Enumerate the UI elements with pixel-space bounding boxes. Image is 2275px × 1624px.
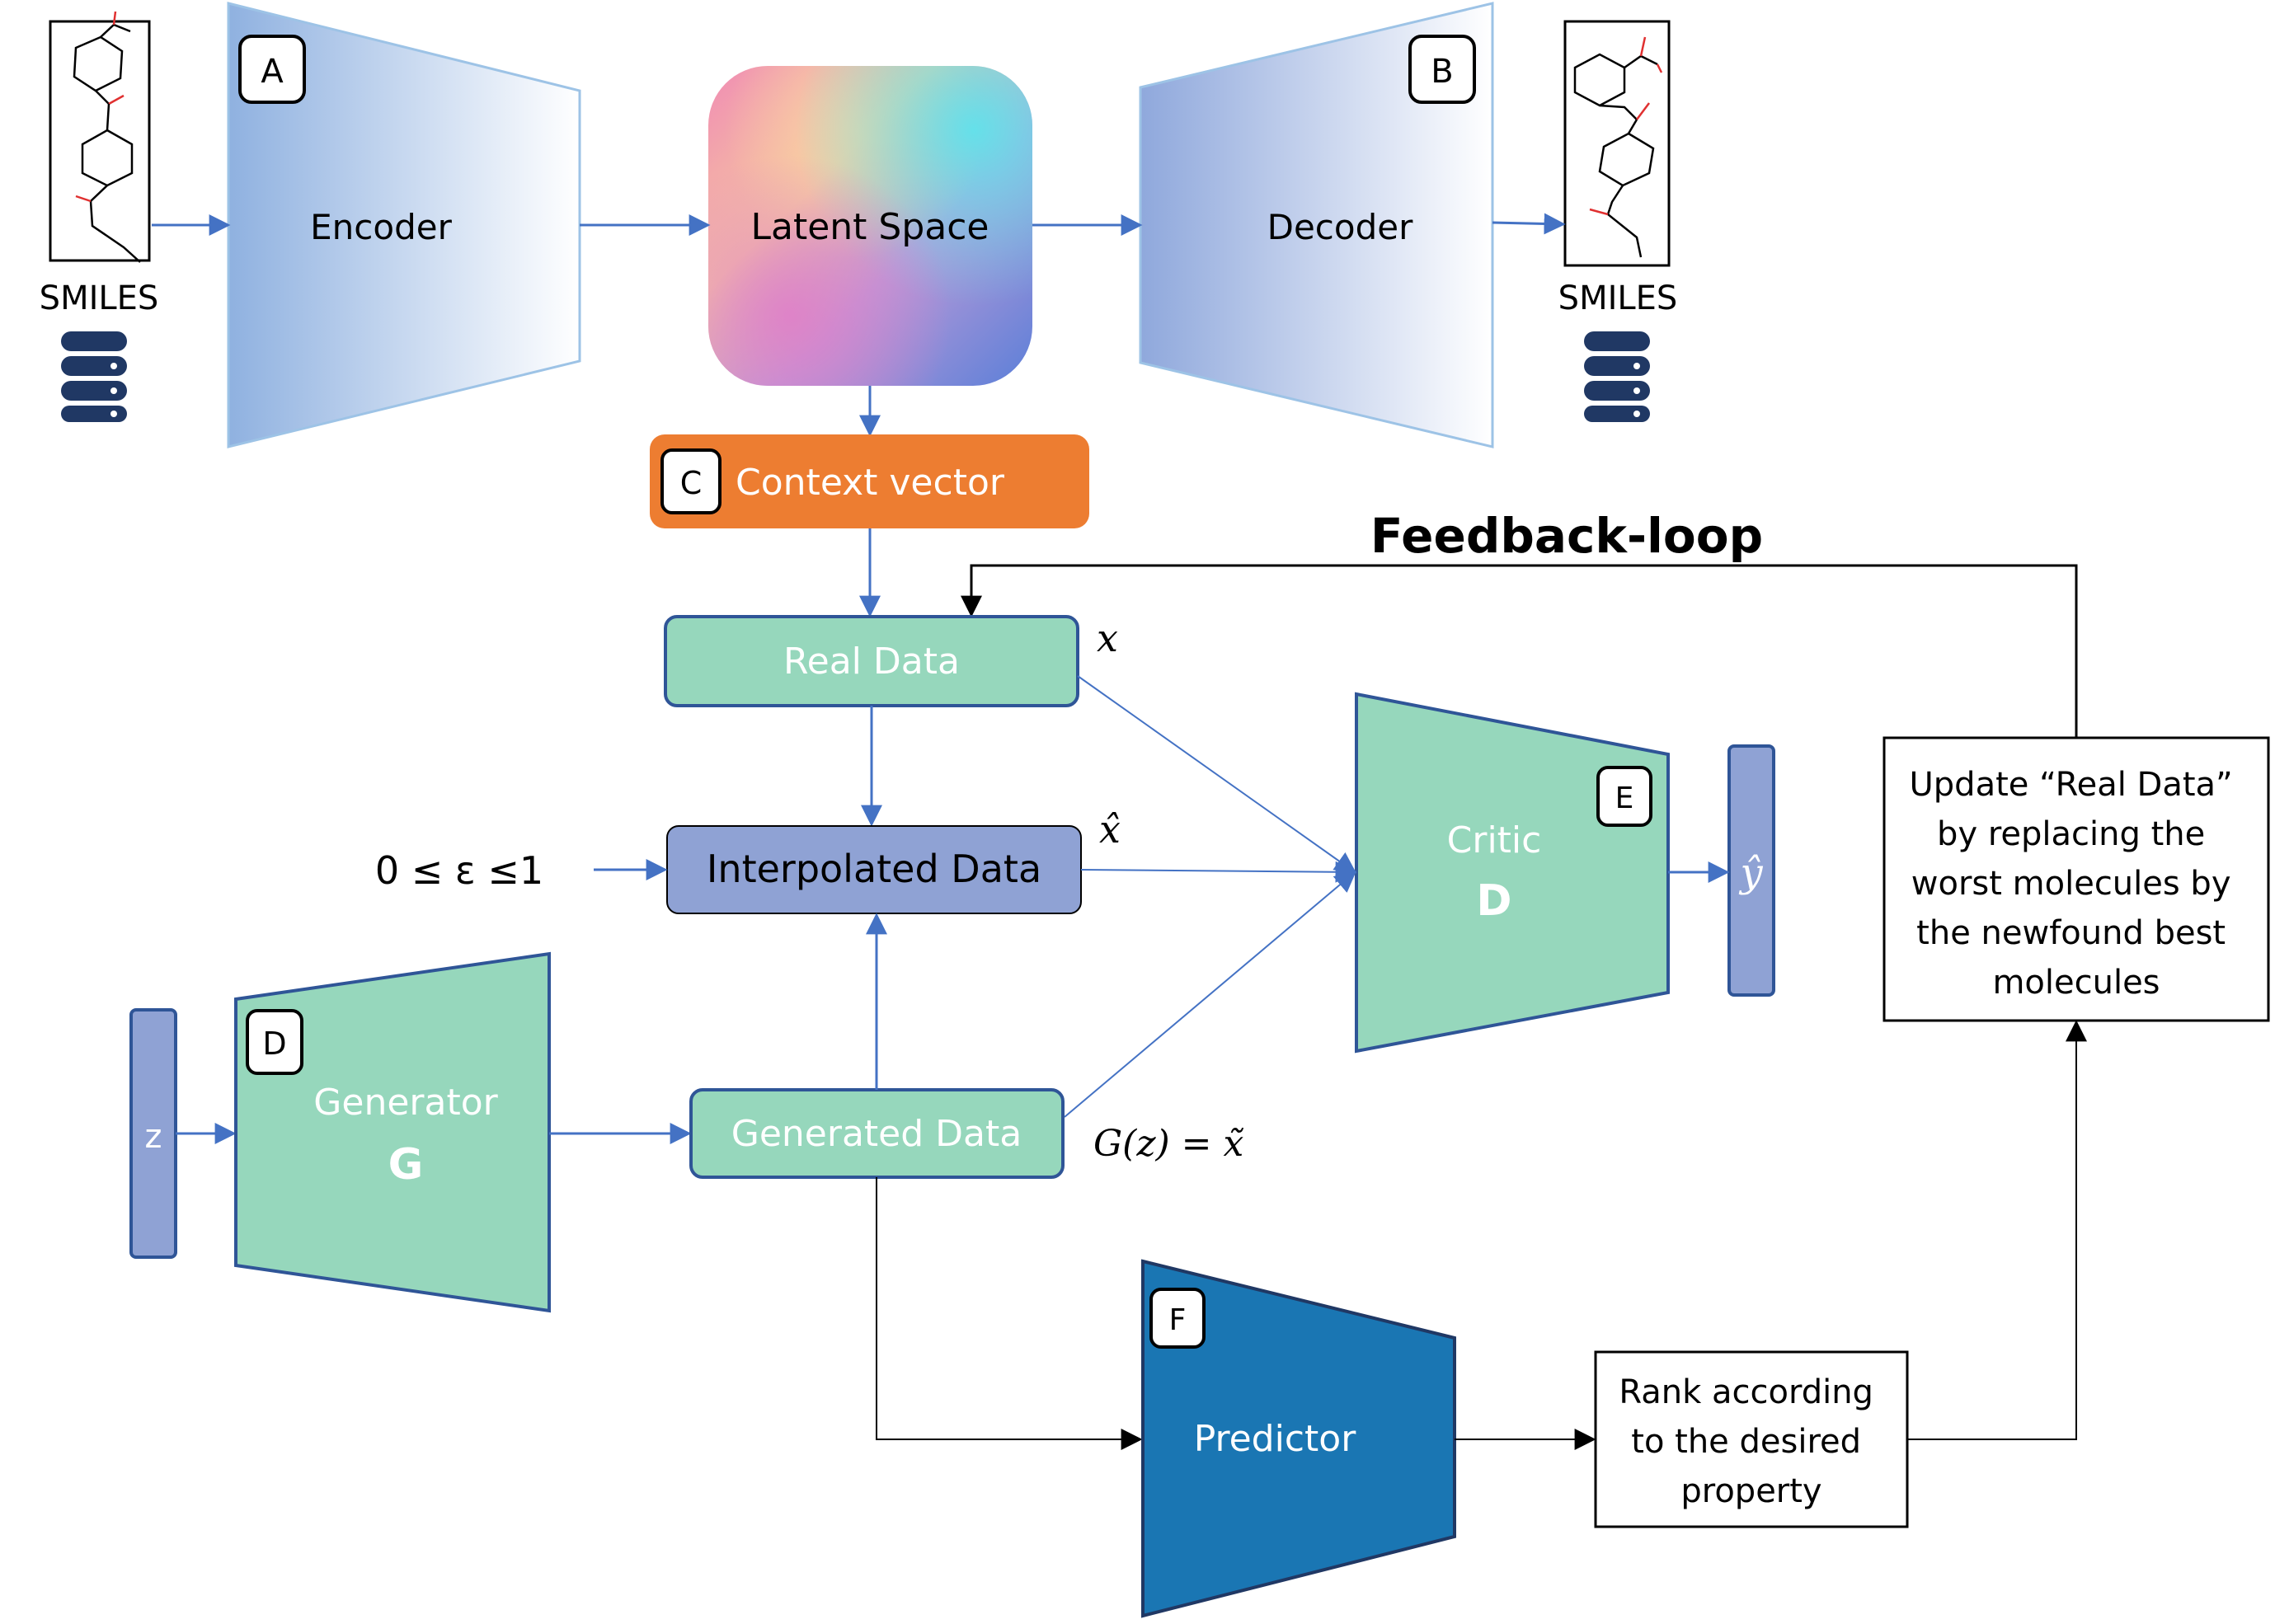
rank-line-2: to the desired [1631, 1423, 1861, 1461]
feedback-loop-title: Feedback-loop [1370, 508, 1763, 564]
rank-box [1594, 1350, 1909, 1528]
label-a: A [261, 53, 284, 91]
database-icon-input [61, 331, 127, 422]
feedback-loop-line [961, 564, 2078, 738]
encoder-shape [227, 2, 581, 448]
label-d: D [262, 1026, 286, 1062]
arrow-real-to-critic [1077, 675, 1357, 874]
latent-space-label: Latent Space [750, 206, 989, 248]
critic-label: Critic [1447, 819, 1542, 861]
update-text: Update “Real Data” by replacing the wors… [1910, 766, 2244, 1002]
input-molecule [49, 11, 151, 263]
update-box [1883, 736, 2270, 1022]
label-badge-b [1408, 35, 1476, 104]
arrow-rank-to-update [1907, 1020, 2087, 1440]
z-vector-label: z [145, 1118, 162, 1156]
interpolated-data-symbol: x̂ [1099, 807, 1121, 852]
rank-line-1: Rank according [1619, 1373, 1873, 1411]
label-badge-f [1149, 1288, 1206, 1349]
generated-data-symbol: G(z) = x̃ [1093, 1123, 1244, 1165]
predictor-shape [1141, 1259, 1456, 1618]
label-c: C [680, 465, 703, 501]
context-vector-box [650, 434, 1089, 528]
critic-output-symbol: ŷ [1738, 850, 1763, 896]
rank-line-3: property [1680, 1472, 1821, 1510]
smiles-input-label: SMILES [40, 279, 159, 317]
arrow-generated-to-critic [1064, 871, 1356, 1118]
interpolated-data-label: Interpolated Data [707, 847, 1041, 891]
update-line-4: the newfound best [1916, 914, 2226, 952]
critic-shape [1355, 692, 1670, 1054]
label-badge-c [660, 448, 722, 514]
database-icon-output [1584, 331, 1650, 422]
update-line-3: worst molecules by [1911, 865, 2231, 903]
decoder-shape [1139, 2, 1494, 448]
arrow-interpolated-to-critic [1080, 861, 1357, 883]
generated-data-label: Generated Data [731, 1113, 1022, 1155]
update-line-1: Update “Real Data” [1910, 766, 2233, 804]
output-molecule [1563, 20, 1671, 267]
generator-letter: G [388, 1140, 424, 1190]
real-data-symbol: x [1097, 616, 1118, 660]
generator-label: Generator [313, 1082, 498, 1124]
predictor-label: Predictor [1194, 1418, 1356, 1460]
critic-letter: D [1476, 876, 1511, 926]
update-line-5: molecules [1992, 964, 2160, 1002]
label-badge-a [238, 35, 306, 104]
real-data-label: Real Data [783, 641, 960, 683]
arrow-generated-to-predictor [876, 1177, 1143, 1450]
update-line-2: by replacing the [1937, 815, 2205, 853]
smiles-output-label: SMILES [1558, 279, 1678, 317]
latent-space-box [708, 66, 1032, 386]
decoder-label: Decoder [1267, 207, 1413, 247]
label-badge-d [246, 1009, 303, 1075]
arrow-decoder-to-molecule [1492, 213, 1566, 235]
label-f: F [1169, 1303, 1187, 1337]
label-e: E [1615, 781, 1634, 815]
label-badge-e [1596, 766, 1652, 827]
context-vector-label: Context vector [736, 462, 1005, 504]
epsilon-range-label: 0 ≤ ε ≤1 [375, 848, 543, 893]
label-b: B [1431, 53, 1453, 91]
encoder-label: Encoder [310, 207, 452, 247]
rank-text: Rank according to the desired property [1619, 1373, 1883, 1510]
generator-shape [234, 951, 551, 1313]
